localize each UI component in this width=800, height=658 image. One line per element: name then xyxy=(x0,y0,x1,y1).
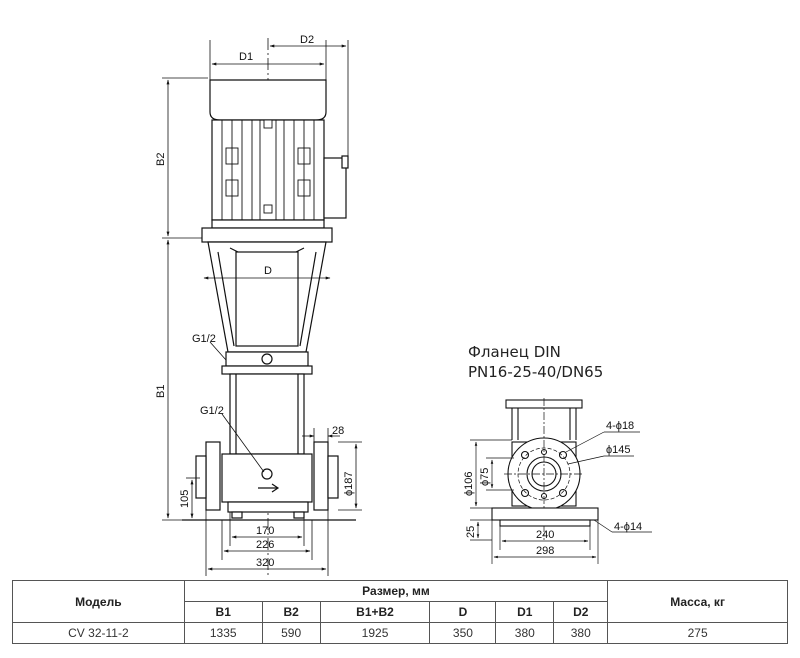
flange-base-holes-label: 4-ϕ14 xyxy=(614,521,642,533)
motor-fins xyxy=(221,119,315,221)
dim-105: 105 xyxy=(179,490,191,508)
motor-flange xyxy=(211,219,325,229)
motor-fan-cover xyxy=(209,79,327,121)
col-d1: D1 xyxy=(495,601,555,623)
col-b1-b2: B1+B2 xyxy=(319,601,431,623)
cell-model: CV 32-11-2 xyxy=(12,622,185,644)
motor-stand-flange xyxy=(201,227,333,243)
flange-dim-298: 298 xyxy=(536,545,554,557)
col-d: D xyxy=(429,601,497,623)
outlet-flange xyxy=(313,441,329,511)
cell-b1: 1335 xyxy=(183,622,263,644)
cell-mass: 275 xyxy=(607,622,788,644)
dim-320: 320 xyxy=(256,557,274,569)
dim-28: 28 xyxy=(332,425,344,437)
label-g12-mid: G1/2 xyxy=(200,405,224,417)
col-b1: B1 xyxy=(183,601,263,623)
technical-drawing: D1 D2 D B2 B1 105 170 226 320 28 ϕ187 G1… xyxy=(155,34,652,576)
dim-d1: D1 xyxy=(239,51,253,63)
bolt-hole xyxy=(558,488,568,498)
cell-d2: 380 xyxy=(553,622,609,644)
cell-d: 350 xyxy=(429,622,497,644)
mass-header: Масса, кг xyxy=(607,580,788,623)
dim-d2: D2 xyxy=(300,34,314,46)
bolt-hole xyxy=(520,488,530,498)
flange-title-line2: PN16-25-40/DN65 xyxy=(468,363,603,381)
bolt-hole xyxy=(558,450,568,460)
flange-title-line1: Фланец DIN xyxy=(468,343,561,361)
size-header: Размер, мм xyxy=(183,580,609,602)
cell-b2: 590 xyxy=(261,622,321,644)
dim-d: D xyxy=(264,265,272,277)
dim-226: 226 xyxy=(256,539,274,551)
inlet-flange xyxy=(205,441,221,511)
model-header: Модель xyxy=(12,580,185,623)
main-dim-labels: D1 D2 D B2 B1 105 170 226 320 28 ϕ187 G1… xyxy=(155,34,355,569)
flange-dim-240: 240 xyxy=(536,529,554,541)
flange-holes-label: 4-ϕ18 xyxy=(606,420,634,432)
main-dimensions xyxy=(162,40,362,576)
pump-sleeve xyxy=(229,373,305,455)
vent-plug xyxy=(261,353,273,365)
flange-dim-106: ϕ106 xyxy=(463,471,475,496)
cell-d1: 380 xyxy=(495,622,555,644)
pump-elevation xyxy=(182,38,356,575)
dim-b2: B2 xyxy=(155,153,167,166)
cell-b1-b2: 1925 xyxy=(319,622,431,644)
col-d2: D2 xyxy=(553,601,609,623)
bolt-hole xyxy=(520,450,530,460)
spec-table: Модель Размер, мм Масса, кг B1 B2 B1+B2 … xyxy=(12,580,788,644)
flange-dim-25: 25 xyxy=(465,526,477,538)
flange-bolt-circle-label: ϕ145 xyxy=(606,444,631,456)
dim-phi187: ϕ187 xyxy=(343,471,355,496)
label-g12-top: G1/2 xyxy=(192,333,216,345)
terminal-box xyxy=(323,157,347,219)
col-b2: B2 xyxy=(261,601,321,623)
flange-base-plate xyxy=(491,507,599,521)
flange-view: Фланец DIN PN16-25-40/DN65 xyxy=(463,343,652,564)
drain-plug xyxy=(261,468,273,480)
dim-b1: B1 xyxy=(155,385,167,398)
flange-dim-75: ϕ75 xyxy=(479,468,491,486)
pump-foot xyxy=(227,501,309,513)
table-row: CV 32-11-2 1335 590 1925 350 380 380 275 xyxy=(12,622,788,644)
dim-170: 170 xyxy=(256,525,274,537)
